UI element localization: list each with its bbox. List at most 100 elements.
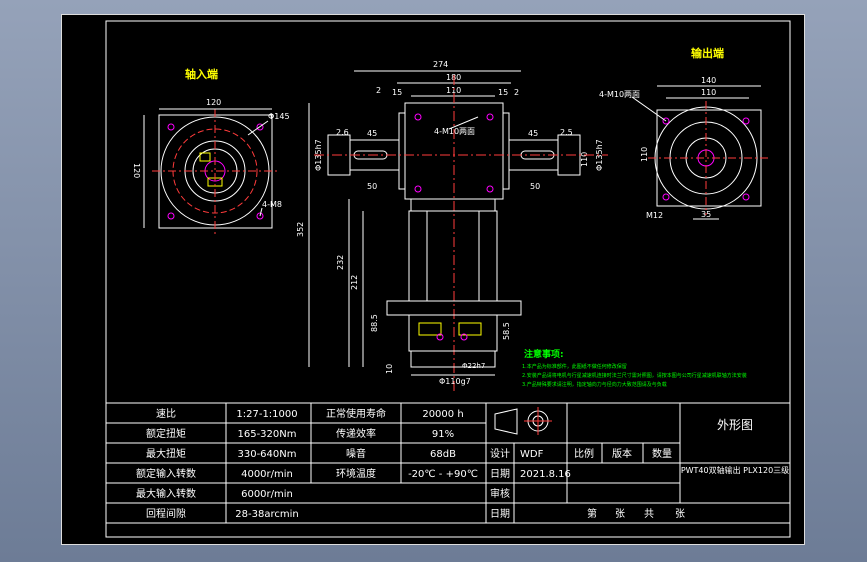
spec-table [105, 402, 487, 524]
front-dim-58-5: 58.5 [502, 322, 511, 340]
output-hole-tl [662, 117, 670, 125]
front-left-50: 50 [367, 182, 377, 191]
cad-drawing: 轴入端 120 120 Φ145 4-M8 274 180 110 2 15 1 [105, 20, 791, 538]
spec-value2-1: 91% [432, 429, 454, 440]
design-value: WDF [520, 449, 544, 460]
input-hole-br [256, 212, 264, 220]
input-shaft-bottom [410, 350, 496, 368]
spec-label2-2: 噪音 [346, 447, 366, 460]
planetary-body [408, 210, 498, 302]
front-right-2-5: 2.5 [560, 128, 573, 137]
center-hole-leader [448, 116, 479, 130]
input-hole-tr [256, 123, 264, 131]
spec-value-1: 165-320Nm [237, 429, 296, 440]
front-left-2-6: 2.6 [336, 128, 349, 137]
spec-label-2: 最大扭矩 [146, 447, 186, 460]
output-holes-leader [631, 96, 667, 122]
total-label: 共 [644, 508, 654, 520]
body-flange-right [502, 112, 510, 190]
front-dim-gap-left2: 15 [392, 88, 402, 97]
output-view-title: 输出端 [691, 46, 724, 60]
adapter-hole-left [436, 333, 444, 341]
front-dim-gap-right: 2 [514, 88, 519, 97]
design-label: 设计 [490, 447, 510, 460]
body-hole-bl [414, 185, 422, 193]
spec-label-3: 额定输入转数 [136, 467, 196, 480]
projection-symbol-cone [494, 408, 518, 435]
scale-label: 比例 [574, 447, 594, 460]
spec-value2-2: 68dB [430, 449, 456, 460]
technical-notes: 注意事项: 1.本产品为标准部件，此图纸不做任何修改保留 2.安装产品请将电机与… [522, 348, 747, 388]
input-dim-width: 120 [206, 98, 221, 107]
spec-label-1: 额定扭矩 [146, 427, 186, 440]
notes-title: 注意事项: [524, 348, 564, 360]
front-right-110: 110 [580, 152, 589, 167]
front-dim-gap-left: 2 [376, 86, 381, 95]
drawing-title: 外形图 [717, 418, 753, 432]
lower-collar [410, 198, 496, 212]
product-name: PWT40双轴输出 PLX120三级 [681, 465, 789, 475]
output-dim-width: 140 [701, 76, 716, 85]
output-dim-bolt: M12 [646, 211, 663, 220]
front-dim-88-5: 88.5 [370, 314, 379, 332]
output-hole-bl [662, 193, 670, 201]
spec-label2-0: 正常使用寿命 [326, 407, 386, 420]
drawing-border [105, 20, 791, 538]
spec-label2-1: 传递效率 [336, 427, 376, 440]
input-hole-bl [167, 212, 175, 220]
motor-adapter [408, 314, 498, 352]
output-dim-side: 110 [640, 147, 649, 162]
front-dim-10: 10 [385, 364, 394, 374]
body-hole-tl [414, 113, 422, 121]
front-dim-total: 274 [433, 60, 448, 69]
adapter-key-left [418, 322, 442, 336]
notes-line-1: 1.本产品为标准部件，此图纸不做任何修改保留 [522, 363, 627, 370]
spec-label-5: 回程间隙 [146, 507, 186, 520]
spec-value-4: 6000r/min [241, 489, 293, 500]
front-center-hole: 4-M10两面 [434, 127, 475, 136]
output-hole-tr [742, 117, 750, 125]
front-left-45: 45 [367, 129, 377, 138]
front-dim-gap-right2: 15 [498, 88, 508, 97]
output-end-view: 输出端 140 110 4-M10两面 110 M12 35 [599, 46, 768, 220]
front-dim-352: 352 [296, 222, 305, 237]
front-right-45: 45 [528, 129, 538, 138]
spec-table-text: 速比 1:27-1:1000 正常使用寿命 20000 h 额定扭矩 165-3… [136, 407, 478, 520]
date-label: 日期 [490, 468, 510, 480]
input-holes-leader [259, 207, 263, 217]
input-dim-holes: 4-M8 [262, 200, 282, 209]
front-dim-dia-big: Φ110g7 [439, 377, 471, 386]
front-dia-right: Φ135h7 [595, 139, 604, 171]
input-view-title: 轴入端 [185, 67, 218, 81]
output-dim-inner: 110 [701, 88, 716, 97]
version-label: 版本 [612, 447, 632, 460]
notes-line-2: 2.安装产品请将电机与行星减速机连接时法兰尺寸需对照图，请按本图与公司行星减速机… [522, 372, 747, 379]
spec-label-0: 速比 [156, 408, 176, 420]
sheet-zhang: 张 [615, 508, 625, 520]
notes-line-3: 3.产品特殊要求请注明，指定轴向力与径向力大致范围请及与负载 [522, 381, 667, 388]
spec-label2-3: 环境温度 [336, 467, 376, 480]
input-hole-tl [167, 123, 175, 131]
body-hole-tr [486, 113, 494, 121]
front-dim-232: 232 [336, 255, 345, 270]
title-block [485, 402, 791, 524]
date-value: 2021.8.16 [520, 469, 571, 480]
input-dim-dia: Φ145 [268, 112, 290, 121]
front-dim-hub: 110 [446, 86, 461, 95]
spec-value-3: 4000r/min [241, 469, 293, 480]
review-date-label: 日期 [490, 508, 510, 520]
body-flange-left [398, 112, 406, 190]
input-dia-leader [247, 120, 269, 136]
total-zhang: 张 [675, 508, 685, 520]
drawing-sheet: 轴入端 120 120 Φ145 4-M8 274 180 110 2 15 1 [61, 14, 805, 545]
spec-label-4: 最大输入转数 [136, 487, 196, 500]
front-right-50: 50 [530, 182, 540, 191]
review-label: 审核 [490, 487, 510, 500]
output-hole-br [742, 193, 750, 201]
front-dim-212: 212 [350, 275, 359, 290]
spec-value2-0: 20000 h [422, 409, 463, 420]
title-block-text: 外形图 设计 WDF 比例 版本 数量 日期 2021.8.16 PWT40双轴… [490, 418, 789, 520]
body-hole-br [486, 185, 494, 193]
qty-label: 数量 [652, 447, 672, 460]
spec-value-0: 1:27-1:1000 [236, 409, 297, 420]
